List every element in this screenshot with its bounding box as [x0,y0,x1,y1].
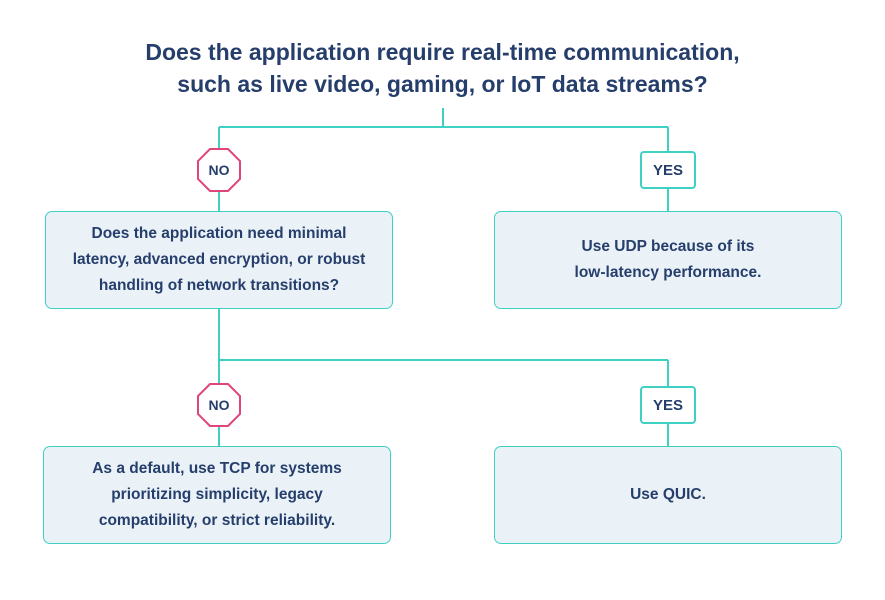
quic-answer-box: Use QUIC. [494,446,842,544]
quic-text: Use QUIC. [630,486,706,503]
tcp-text: As a default, use TCP for systems priori… [92,460,342,529]
title-line-1: Does the application require real-time c… [145,39,740,65]
udp-answer-box: Use UDP because of its low-latency perfo… [494,211,842,309]
tcp-answer-box: As a default, use TCP for systems priori… [43,446,391,544]
udp-text: Use UDP because of its low-latency perfo… [574,238,762,281]
octagon-icon [197,148,241,192]
yes-label: YES [652,396,683,414]
yes-label: YES [652,161,683,179]
no-badge-1: NO [197,148,241,192]
no-label: NO [208,397,230,413]
title-line-2: such as live video, gaming, or IoT data … [177,71,708,97]
diagram-title: Does the application require real-time c… [0,36,885,100]
yes-badge-2: YES [640,386,696,424]
octagon-icon [197,383,241,427]
question-2-text: Does the application need minimal latenc… [72,225,366,294]
yes-badge-1: YES [640,151,696,189]
no-label: NO [208,162,230,178]
no-badge-2: NO [197,383,241,427]
question-box-2: Does the application need minimal latenc… [45,211,393,309]
